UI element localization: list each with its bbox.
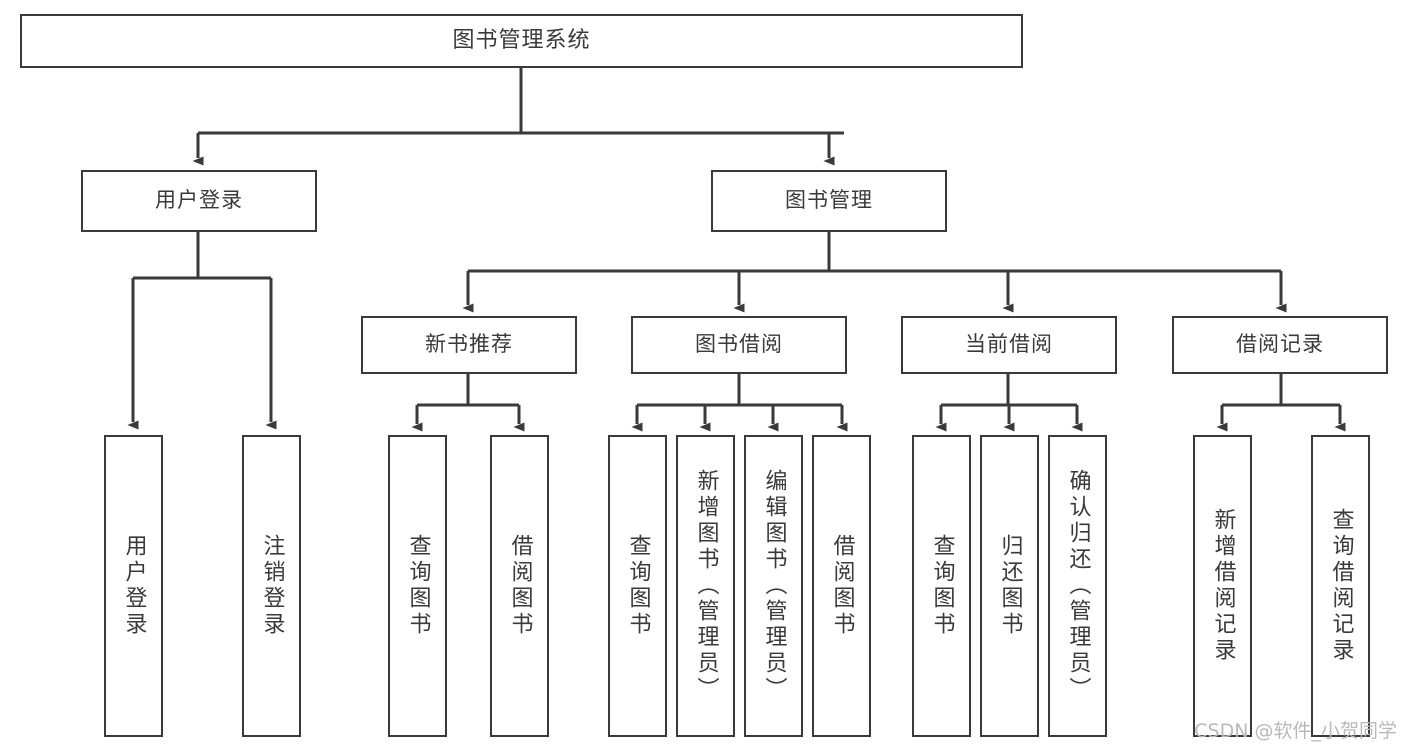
node-leaf-edit-book[interactable]: 编辑图书（管理员） (744, 435, 803, 737)
node-label: 查询图书 (625, 534, 651, 638)
node-leaf-query-book-2[interactable]: 查询图书 (608, 435, 667, 737)
node-leaf-query-book-3[interactable]: 查询图书 (912, 435, 971, 737)
node-borrow-record[interactable]: 借阅记录 (1172, 316, 1388, 374)
node-leaf-add-book[interactable]: 新增图书（管理员） (676, 435, 735, 737)
node-leaf-user-login[interactable]: 用户登录 (104, 435, 163, 737)
node-label: 借阅记录 (1236, 332, 1324, 357)
node-root-book-management-system[interactable]: 图书管理系统 (20, 14, 1023, 68)
node-label: 归还图书 (997, 534, 1023, 638)
node-user-login[interactable]: 用户登录 (81, 170, 317, 232)
node-label: 图书借阅 (695, 332, 783, 357)
node-leaf-query-book-1[interactable]: 查询图书 (388, 435, 447, 737)
node-current-borrow[interactable]: 当前借阅 (901, 316, 1117, 374)
node-leaf-logout[interactable]: 注销登录 (242, 435, 301, 737)
node-book-borrow[interactable]: 图书借阅 (631, 316, 847, 374)
node-leaf-return-book[interactable]: 归还图书 (980, 435, 1039, 737)
node-label: 查询图书 (929, 534, 955, 638)
node-label: 当前借阅 (965, 332, 1053, 357)
node-book-manage[interactable]: 图书管理 (711, 170, 947, 232)
node-new-book-recommend[interactable]: 新书推荐 (361, 316, 577, 374)
node-label: 借阅图书 (829, 534, 855, 638)
node-label: 新增图书（管理员） (693, 469, 719, 703)
node-leaf-add-record[interactable]: 新增借阅记录 (1193, 435, 1252, 737)
node-leaf-confirm-return[interactable]: 确认归还（管理员） (1048, 435, 1107, 737)
node-label: 图书管理 (785, 188, 873, 213)
node-label: 借阅图书 (507, 534, 533, 638)
csdn-watermark: CSDN @软件_小贺同学 (1194, 720, 1397, 742)
node-label: 查询图书 (405, 534, 431, 638)
node-label: 用户登录 (155, 188, 243, 213)
node-label: 新增借阅记录 (1210, 508, 1236, 664)
node-leaf-query-record[interactable]: 查询借阅记录 (1311, 435, 1370, 737)
node-label: 查询借阅记录 (1328, 508, 1354, 664)
node-leaf-borrow-book-1[interactable]: 借阅图书 (490, 435, 549, 737)
node-label: 注销登录 (259, 534, 285, 638)
node-leaf-borrow-book-2[interactable]: 借阅图书 (812, 435, 871, 737)
node-label: 图书管理系统 (452, 27, 591, 53)
node-label: 新书推荐 (425, 332, 513, 357)
node-label: 编辑图书（管理员） (761, 469, 787, 703)
node-label: 用户登录 (121, 534, 147, 638)
node-label: 确认归还（管理员） (1065, 469, 1091, 703)
